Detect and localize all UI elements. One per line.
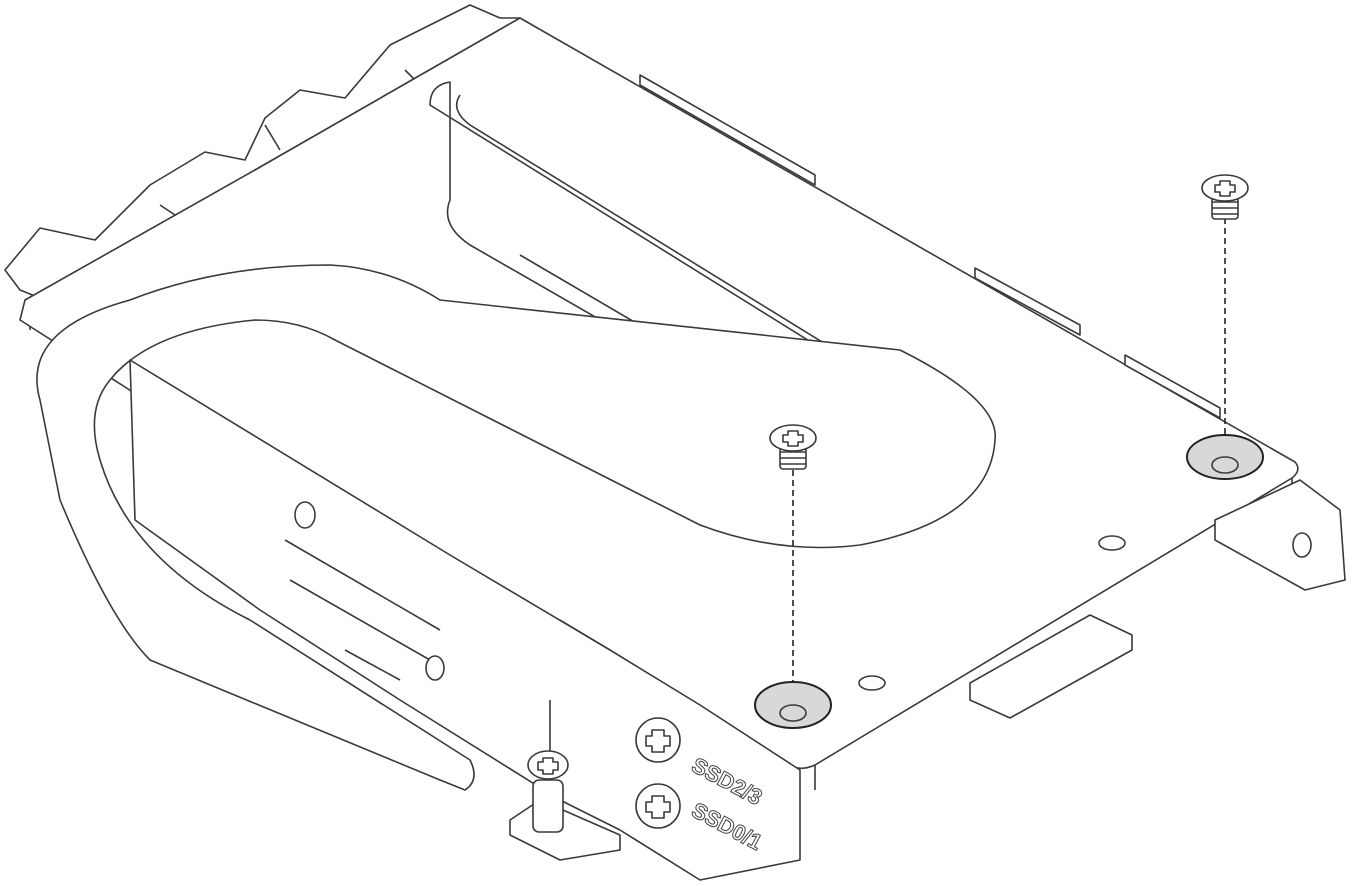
- screw-front: [754, 424, 832, 729]
- flange-hole: [425, 655, 445, 681]
- front-screw-upper: [635, 717, 681, 763]
- screw-head-icon: [1201, 174, 1249, 202]
- side-tabs: [639, 74, 1221, 419]
- latch: [969, 614, 1133, 719]
- screw-rear: [1186, 174, 1264, 480]
- front-flange: [129, 359, 1346, 881]
- front-screw-lower: [635, 783, 681, 829]
- flange-hole: [1292, 532, 1312, 558]
- right-flange: [1214, 479, 1346, 591]
- thumbscrew: [509, 750, 621, 861]
- flange-hole: [294, 501, 316, 529]
- screw-head-icon: [769, 424, 817, 452]
